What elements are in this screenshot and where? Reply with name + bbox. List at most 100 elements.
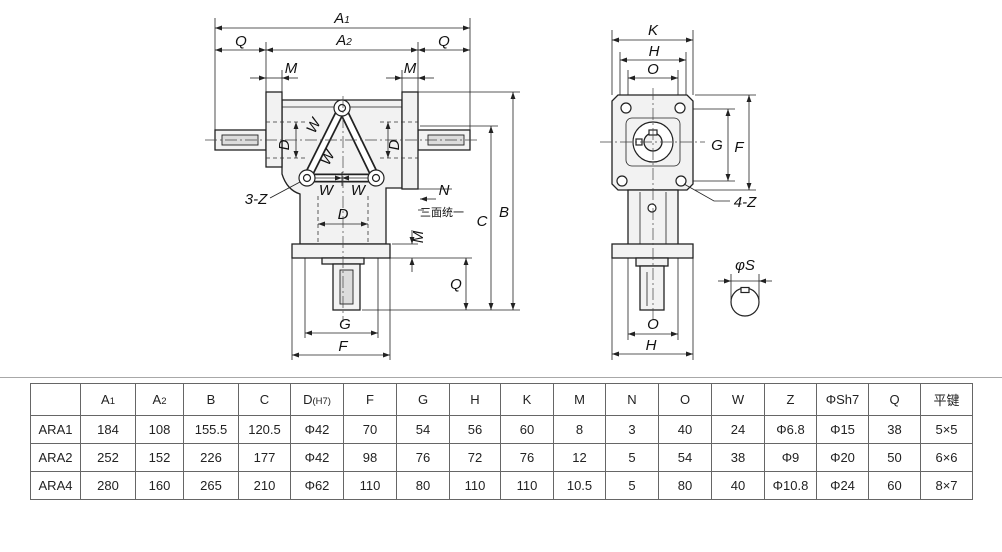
value-cell: Φ24 <box>816 471 869 500</box>
value-cell: 56 <box>449 415 501 444</box>
value-cell: Φ6.8 <box>764 415 817 444</box>
mount-hole <box>620 102 632 114</box>
column-header-label: A <box>101 392 110 407</box>
shaft-keyway <box>740 286 750 294</box>
value-cell: Φ62 <box>290 471 344 500</box>
column-header-label: B <box>206 392 216 407</box>
right-flange <box>401 91 419 190</box>
value-cell: 40 <box>711 471 765 500</box>
value-cell: 60 <box>868 471 921 500</box>
value-cell: 160 <box>135 471 184 500</box>
output-shaft-keyway <box>339 269 354 305</box>
hidden-bore-lines <box>266 121 418 244</box>
label-q-right: Q <box>438 33 450 50</box>
label-q-vertical: Q <box>450 276 462 293</box>
value-cell: 6×6 <box>920 443 973 472</box>
value-cell: 110 <box>449 471 501 500</box>
mount-hole <box>675 175 687 187</box>
column-header-label: G <box>417 392 429 407</box>
column-header-label: H <box>470 392 480 407</box>
value-cell: 5×5 <box>920 415 973 444</box>
value-cell: 76 <box>500 443 554 472</box>
column-header: ΦSh7 <box>816 383 869 416</box>
column-header: A1 <box>80 383 136 416</box>
label-shaft-diameter: φS <box>735 257 755 274</box>
label-o-top: O <box>647 61 659 78</box>
value-cell: 152 <box>135 443 184 472</box>
label-h-top: H <box>649 43 660 60</box>
column-header: G <box>396 383 450 416</box>
shaft-section: φS <box>718 257 772 317</box>
value-cell: Φ42 <box>290 443 344 472</box>
column-header-label: D <box>303 392 313 407</box>
value-cell: 184 <box>80 415 136 444</box>
column-header-label: K <box>522 392 532 407</box>
value-cell: 24 <box>711 415 765 444</box>
column-header: K <box>500 383 554 416</box>
label-f: F <box>338 338 348 355</box>
column-header-label: 平键 <box>933 393 960 408</box>
label-b: B <box>499 204 509 221</box>
value-cell: 54 <box>396 415 450 444</box>
value-cell: 38 <box>868 415 921 444</box>
label-mount-holes: 4-Z <box>734 194 757 211</box>
side-view: K H O G F 4-Z O H <box>600 22 757 360</box>
label-m-vertical: M <box>410 230 427 243</box>
column-header: A2 <box>135 383 184 416</box>
extension-lines <box>214 18 520 360</box>
value-cell: 10.5 <box>553 471 606 500</box>
value-cell: 155.5 <box>183 415 239 444</box>
value-cell: 210 <box>238 471 291 500</box>
label-c: C <box>477 213 488 230</box>
value-cell: 3 <box>605 415 659 444</box>
column-header: H <box>449 383 501 416</box>
value-cell: 108 <box>135 415 184 444</box>
column-header: 平键 <box>920 383 973 416</box>
label-g-side: G <box>711 137 723 154</box>
label-m-left: M <box>285 60 298 77</box>
value-cell: Φ15 <box>816 415 869 444</box>
value-cell: 80 <box>396 471 450 500</box>
gearbox-drawing: A1 A2 Q Q M M W W W W D D D 3-Z N 三面统一 M… <box>205 10 772 360</box>
value-cell: 80 <box>658 471 712 500</box>
label-k: K <box>648 22 659 39</box>
value-cell: 280 <box>80 471 136 500</box>
side-collar <box>635 257 669 267</box>
label-f-side: F <box>734 139 744 156</box>
column-header-label: O <box>679 392 691 407</box>
side-bottom-flange <box>611 243 694 259</box>
column-header: O <box>658 383 712 416</box>
column-header: W <box>711 383 765 416</box>
note-three-sides-uniform: 三面统一 <box>420 206 464 219</box>
column-header-subscript: 2 <box>161 396 167 407</box>
column-header-label: W <box>731 392 745 407</box>
model-cell: ARA4 <box>30 471 81 500</box>
column-header-label: M <box>574 392 585 407</box>
column-header-subscript: (H7) <box>312 396 331 407</box>
label-m-right: M <box>404 60 417 77</box>
value-cell: 5 <box>605 471 659 500</box>
label-g: G <box>339 316 351 333</box>
label-d-left: D <box>276 139 293 150</box>
column-header-label: C <box>259 392 270 407</box>
front-view: A1 A2 Q Q M M W W W W D D D 3-Z N 三面统一 M… <box>205 10 520 360</box>
value-cell: 76 <box>396 443 450 472</box>
value-cell: 12 <box>553 443 606 472</box>
value-cell: Φ10.8 <box>764 471 817 500</box>
side-dimension-lines <box>612 37 752 357</box>
label-pivot-holes: 3-Z <box>245 191 268 208</box>
model-cell: ARA2 <box>30 443 81 472</box>
column-header: M <box>553 383 606 416</box>
value-cell: 5 <box>605 443 659 472</box>
pivot-triangle <box>298 99 385 187</box>
column-header: F <box>343 383 397 416</box>
label-w-bottom-left: W <box>319 182 335 199</box>
value-cell: 8×7 <box>920 471 973 500</box>
value-cell: 38 <box>711 443 765 472</box>
column-header-label: Z <box>786 392 795 407</box>
pin <box>647 203 657 213</box>
value-cell: 60 <box>500 415 554 444</box>
column-header: D(H7) <box>290 383 344 416</box>
